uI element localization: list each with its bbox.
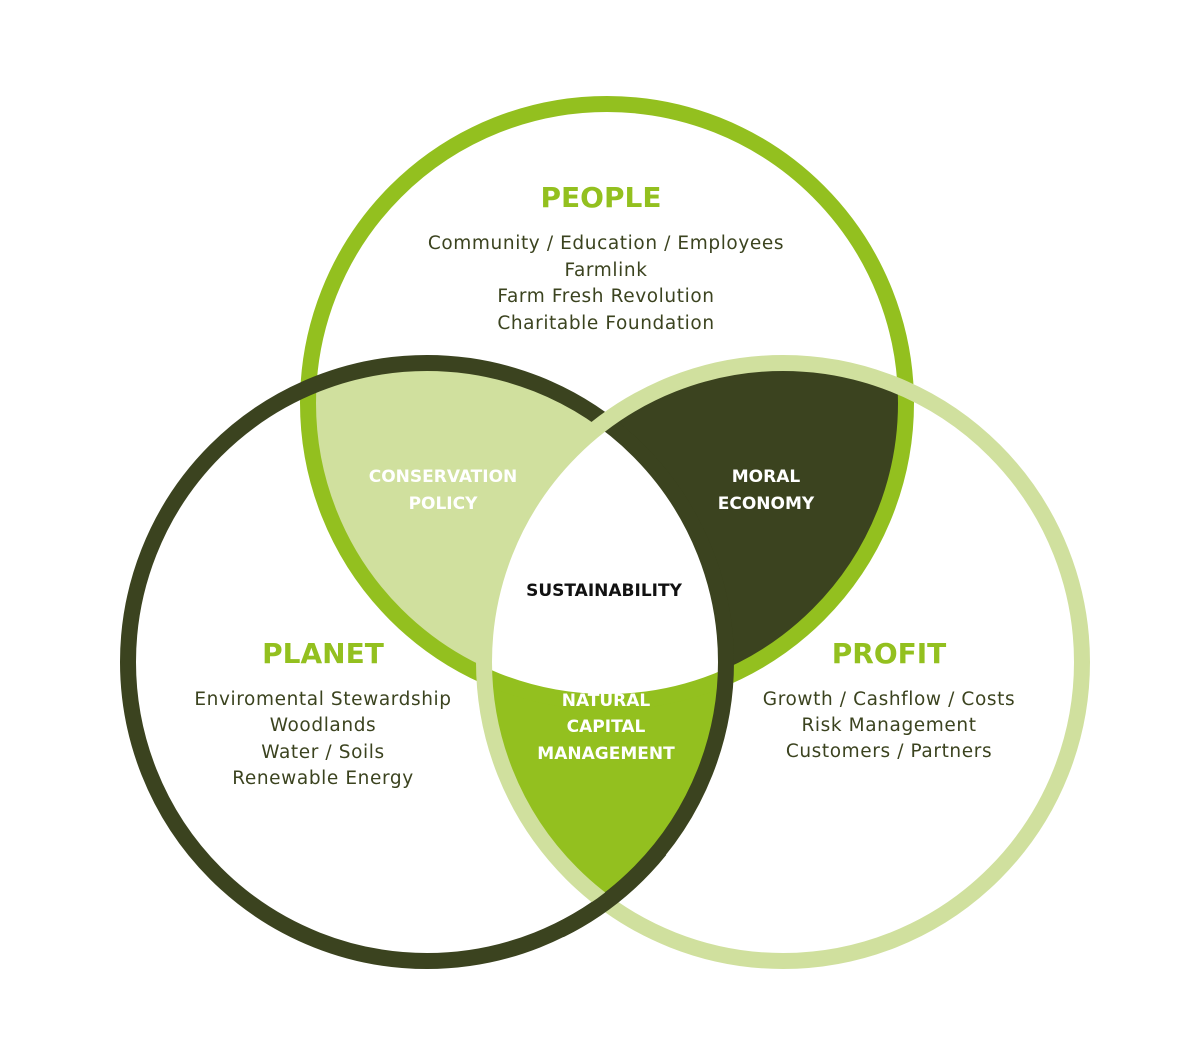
people-item: Farmlink: [564, 260, 647, 281]
natural-capital-label-line: MANAGEMENT: [537, 744, 675, 764]
conservation-policy-label-line: POLICY: [409, 494, 479, 514]
planet-items: Enviromental Stewardship Woodlands Water…: [194, 689, 451, 789]
people-item: Farm Fresh Revolution: [497, 286, 714, 307]
people-title: PEOPLE: [541, 181, 662, 214]
people-items: Community / Education / Employees Farmli…: [428, 233, 784, 334]
planet-item: Renewable Energy: [232, 768, 414, 789]
planet-ring-weave-patch: [556, 844, 667, 938]
natural-capital-label-line: CAPITAL: [567, 717, 646, 737]
sustainability-label: SUSTAINABILITY: [526, 581, 682, 601]
profit-item: Growth / Cashflow / Costs: [763, 689, 1015, 710]
planet-title: PLANET: [262, 637, 384, 670]
planet-circle: [120, 355, 734, 969]
conservation-policy-label-line: CONSERVATION: [369, 467, 518, 487]
people-circle: [300, 96, 914, 710]
profit-items: Growth / Cashflow / Costs Risk Managemen…: [763, 689, 1015, 762]
people-item: Charitable Foundation: [497, 313, 714, 334]
planet-item: Enviromental Stewardship: [194, 689, 451, 710]
moral-economy-label-line: ECONOMY: [718, 494, 815, 514]
profit-circle: [476, 355, 1090, 969]
moral-economy-label-line: MORAL: [732, 467, 801, 487]
profit-item: Customers / Partners: [786, 741, 992, 762]
profit-title: PROFIT: [832, 637, 947, 670]
sustainability-region: [484, 363, 726, 702]
natural-capital-label-line: NATURAL: [562, 691, 651, 711]
people-item: Community / Education / Employees: [428, 233, 784, 254]
planet-item: Water / Soils: [261, 742, 384, 763]
planet-item: Woodlands: [270, 715, 377, 736]
profit-item: Risk Management: [801, 715, 976, 736]
